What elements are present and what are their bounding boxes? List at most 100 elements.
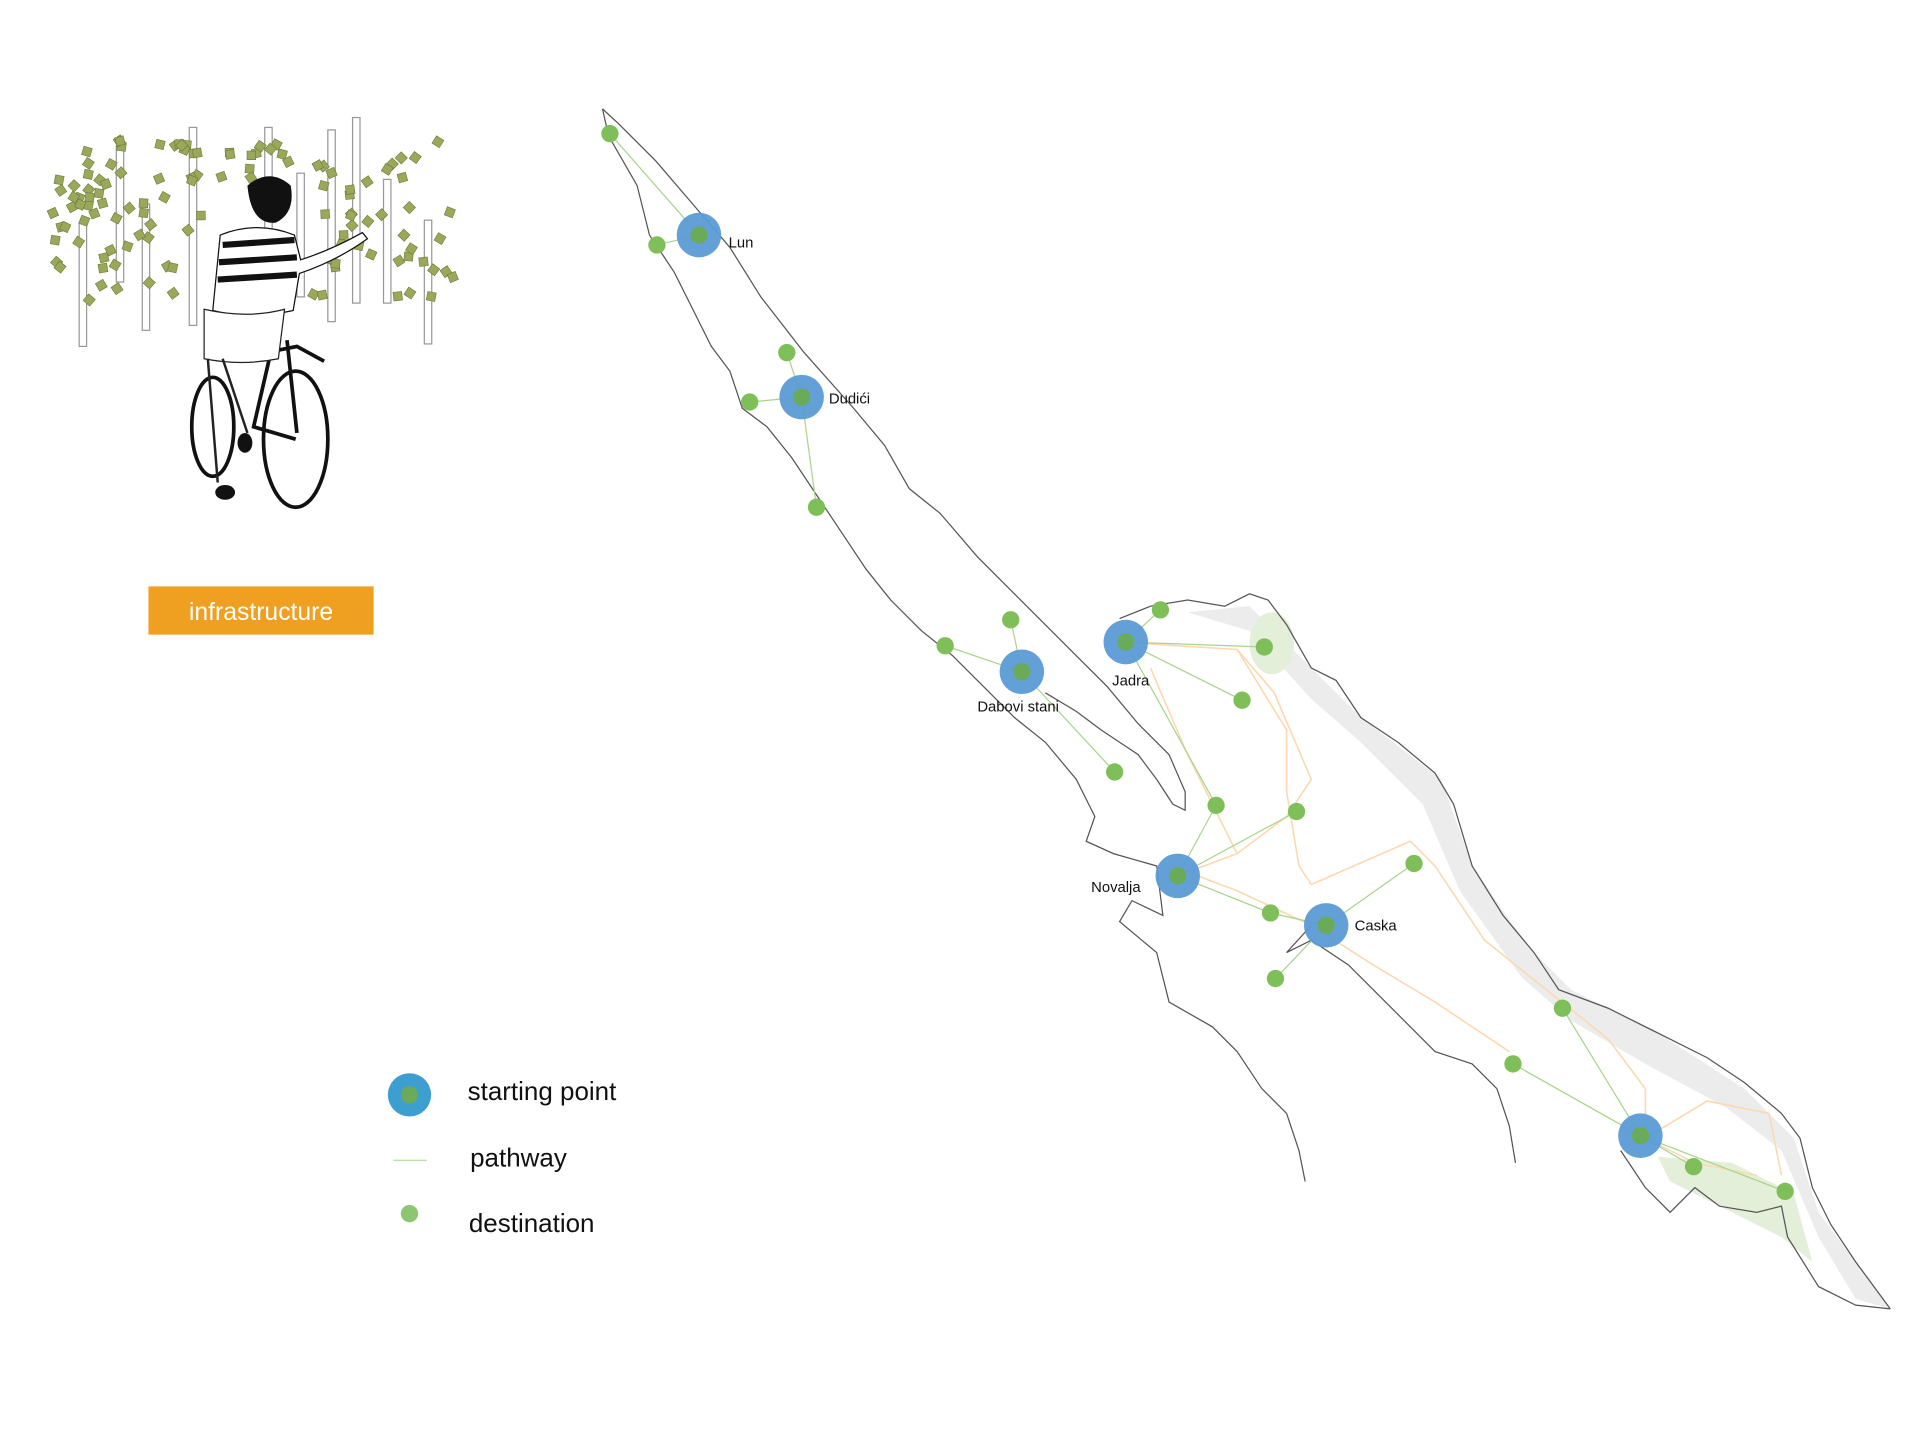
leaf-icon bbox=[396, 171, 409, 184]
pathway-line bbox=[1125, 641, 1217, 806]
leaf-icon bbox=[246, 150, 257, 161]
destination-marker[interactable] bbox=[1255, 638, 1273, 656]
leaf-icon bbox=[84, 192, 95, 203]
leaf-icon bbox=[311, 159, 325, 172]
pathway-line bbox=[609, 133, 700, 236]
leaf-icon bbox=[345, 218, 359, 233]
leaf-icon bbox=[394, 151, 408, 165]
leaf-icon bbox=[191, 147, 203, 159]
leaf-icon bbox=[142, 276, 156, 290]
leaf-icon bbox=[433, 232, 447, 245]
leaf-icon bbox=[403, 286, 417, 300]
leaf-icon bbox=[104, 244, 117, 257]
leaf-icon bbox=[110, 212, 123, 225]
leaf-icon bbox=[58, 220, 72, 234]
leaf-icon bbox=[405, 242, 418, 256]
leaf-icon bbox=[427, 263, 441, 277]
leaf-icon bbox=[402, 200, 416, 215]
starting-point-marker[interactable]: Novalja bbox=[1091, 853, 1200, 899]
destination-marker[interactable] bbox=[936, 637, 954, 655]
pathway-line bbox=[1177, 811, 1297, 877]
legend-destination-label: destination bbox=[469, 1208, 595, 1238]
destination-marker[interactable] bbox=[807, 498, 826, 516]
leaf-icon bbox=[158, 191, 171, 204]
starting-point-marker[interactable]: Caska bbox=[1303, 903, 1398, 948]
coastline bbox=[601, 108, 1891, 1310]
destination-marker[interactable] bbox=[741, 393, 759, 411]
destination-marker[interactable] bbox=[1405, 854, 1423, 873]
infrastructure-tag: infrastructure bbox=[148, 586, 374, 635]
terrain-shading bbox=[1187, 606, 1891, 1309]
legend-pathway-label: pathway bbox=[470, 1143, 567, 1173]
leaf-icon bbox=[53, 174, 65, 186]
leaf-icon bbox=[74, 198, 87, 211]
leaf-icon bbox=[443, 206, 456, 219]
leaf-icon bbox=[133, 228, 146, 242]
leaf-icon bbox=[82, 168, 94, 180]
leaf-icon bbox=[316, 289, 328, 301]
infrastructure-label: infrastructure bbox=[189, 599, 333, 626]
destination-marker[interactable] bbox=[1105, 763, 1124, 781]
leaf-icon bbox=[361, 214, 375, 228]
starting-point-marker[interactable] bbox=[1618, 1113, 1663, 1158]
destination-marker[interactable] bbox=[601, 124, 619, 143]
destination-marker[interactable] bbox=[1553, 999, 1572, 1017]
leaf-icon bbox=[431, 135, 445, 149]
place-label: Jadra bbox=[1112, 673, 1150, 689]
leaf-icon bbox=[244, 163, 255, 174]
leaf-icon bbox=[98, 252, 110, 264]
leaf-icon bbox=[276, 148, 288, 160]
starting-point-marker[interactable]: Dabovi stani bbox=[977, 649, 1059, 715]
destination-marker[interactable] bbox=[1207, 796, 1225, 815]
leaf-icon bbox=[244, 171, 258, 185]
leaf-icon bbox=[114, 166, 128, 180]
destination-marker[interactable] bbox=[1287, 802, 1306, 821]
leaf-icon bbox=[99, 178, 112, 191]
leaf-icon bbox=[154, 138, 166, 151]
leaf-icon bbox=[114, 135, 126, 147]
destination-marker[interactable] bbox=[778, 343, 796, 362]
destination-marker[interactable] bbox=[1504, 1055, 1522, 1073]
leaf-icon bbox=[97, 262, 109, 274]
destinations bbox=[601, 124, 1794, 1200]
destination-marker[interactable] bbox=[1233, 691, 1251, 709]
leaf-icon bbox=[392, 254, 406, 268]
leaf-icon bbox=[344, 184, 356, 195]
pathway-line bbox=[1640, 1135, 1786, 1192]
leaf-icon bbox=[72, 235, 86, 249]
leaf-icon bbox=[144, 218, 158, 232]
leaf-icon bbox=[360, 175, 374, 189]
starting-point-marker[interactable]: Lun bbox=[676, 212, 754, 258]
leaf-icon bbox=[53, 260, 67, 274]
leaf-icon bbox=[425, 291, 437, 302]
cyclist-illustration bbox=[46, 116, 459, 510]
leaf-icon bbox=[196, 210, 206, 221]
starting-point-marker[interactable]: Jadra bbox=[1103, 619, 1151, 690]
leaf-icon bbox=[67, 179, 81, 193]
leaf-icon bbox=[138, 207, 149, 219]
leaf-icon bbox=[344, 209, 358, 222]
pathway-line bbox=[1561, 1007, 1641, 1136]
leaf-icon bbox=[93, 187, 105, 199]
leaf-icon bbox=[122, 201, 136, 215]
destination-marker[interactable] bbox=[1266, 969, 1285, 988]
destination-marker[interactable] bbox=[1684, 1157, 1703, 1176]
destination-marker[interactable] bbox=[648, 236, 666, 254]
leaf-icon bbox=[78, 214, 91, 227]
legend-starting-point: starting point bbox=[387, 1073, 617, 1117]
leaf-icon bbox=[215, 170, 228, 183]
destination-marker[interactable] bbox=[1776, 1182, 1794, 1200]
place-label: Lun bbox=[729, 235, 754, 251]
destination-marker[interactable] bbox=[1261, 904, 1280, 922]
leaf-icon bbox=[94, 278, 108, 292]
leaf-icon bbox=[175, 138, 189, 152]
leaf-icon bbox=[88, 207, 101, 220]
leaf-icon bbox=[318, 180, 330, 192]
leaf-icon bbox=[307, 287, 320, 301]
destination-marker[interactable] bbox=[1002, 611, 1020, 629]
leaf-icon bbox=[338, 230, 349, 240]
destination-marker[interactable] bbox=[1151, 601, 1170, 619]
leaf-icon bbox=[81, 145, 93, 158]
starting-point-marker[interactable]: Dudići bbox=[779, 374, 870, 420]
